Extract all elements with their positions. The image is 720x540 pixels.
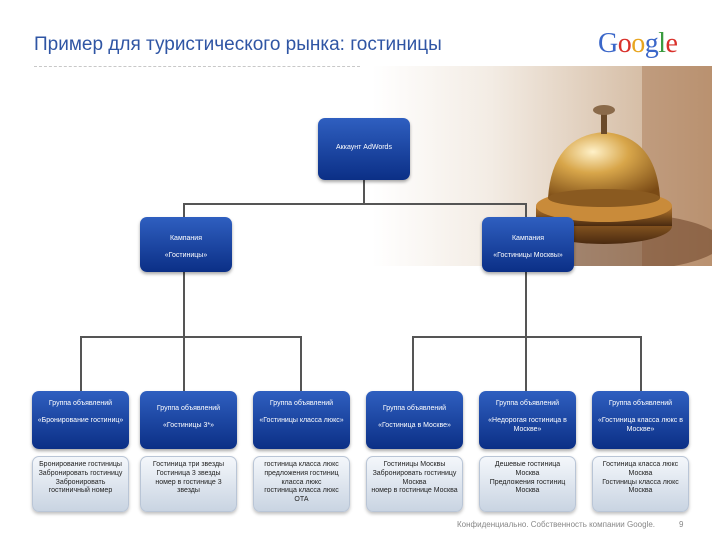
connector [183, 272, 185, 337]
ad-group-name: «Гостиница класса люкс в Москве» [598, 417, 683, 434]
ad-group-title: Группа объявлений [382, 405, 447, 412]
logo-letter: l [658, 28, 666, 59]
connector [183, 203, 527, 205]
connector [525, 272, 527, 337]
logo-letter: G [598, 28, 618, 59]
node-label: Аккаунт AdWords [336, 144, 392, 151]
connector [412, 336, 414, 391]
connector [80, 336, 82, 391]
ad-group-title: Группа объявлений [269, 400, 334, 407]
campaign-name: «Гостиницы Москвы» [493, 252, 563, 260]
adwords-account-node: Аккаунт AdWords [318, 118, 410, 180]
connector [640, 336, 642, 391]
logo-letter: g [644, 28, 659, 59]
campaign-name: «Гостиницы» [164, 252, 208, 260]
google-logo: Google [598, 28, 678, 60]
ad-group-node: Группа объявлений «Недорогая гостиница в… [479, 391, 576, 449]
connector [183, 336, 185, 391]
keywords-box: гостиница класса люкс предложения гостин… [253, 456, 350, 512]
ad-group-node: Группа объявлений «Бронирование гостиниц… [32, 391, 129, 449]
campaign-title: Кампания [169, 235, 203, 242]
page-title: Пример для туристического рынка: гостини… [34, 34, 442, 55]
keywords-box: Дешевые гостиница Москва Предложения гос… [479, 456, 576, 512]
ad-group-name: «Бронирование гостиниц» [37, 417, 124, 425]
logo-letter: o [617, 28, 632, 59]
ad-group-title: Группа объявлений [608, 400, 673, 407]
title-divider [34, 66, 360, 67]
campaign-node: Кампания «Гостиницы Москвы» [482, 217, 574, 272]
connector [412, 336, 642, 338]
connector [300, 336, 302, 391]
ad-group-title: Группа объявлений [48, 400, 113, 407]
ad-group-node: Группа объявлений «Гостиница в Москве» [366, 391, 463, 449]
ad-group-title: Группа объявлений [495, 400, 560, 407]
keywords-box: Гостиница класса люкс Москва Гостиницы к… [592, 456, 689, 512]
confidential-notice: Конфиденциально. Собственность компании … [457, 520, 656, 529]
connector [363, 180, 365, 204]
campaign-node: Кампания «Гостиницы» [140, 217, 232, 272]
campaign-title: Кампания [511, 235, 545, 242]
page-number: 9 [679, 520, 684, 529]
ad-group-title: Группа объявлений [156, 405, 221, 412]
ad-group-node: Группа объявлений «Гостиница класса люкс… [592, 391, 689, 449]
ad-group-name: «Гостиницы класса люкс» [259, 417, 344, 425]
connector [80, 336, 302, 338]
keywords-box: Гостиница три звезды Гостиница 3 звезды … [140, 456, 237, 512]
connector [525, 203, 527, 217]
ad-group-name: «Гостиница в Москве» [378, 422, 451, 430]
logo-letter: o [631, 28, 645, 59]
connector [525, 336, 527, 391]
keywords-box: Бронирование гостиницы Забронировать гос… [32, 456, 129, 512]
connector [183, 203, 185, 217]
ad-group-name: «Гостиницы 3*» [163, 422, 214, 430]
logo-letter: e [665, 28, 678, 59]
reception-bell-image [372, 66, 712, 266]
ad-group-node: Группа объявлений «Гостиницы класса люкс… [253, 391, 350, 449]
ad-group-name: «Недорогая гостиница в Москве» [488, 417, 567, 434]
ad-group-node: Группа объявлений «Гостиницы 3*» [140, 391, 237, 449]
keywords-box: Гостиницы Москвы Забронировать гостиницу… [366, 456, 463, 512]
